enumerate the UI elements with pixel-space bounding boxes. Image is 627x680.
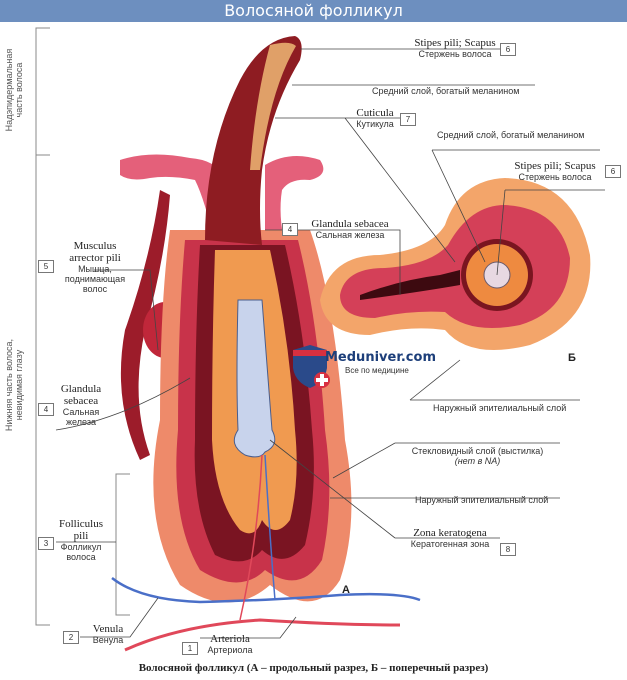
upper-bracket: [35, 27, 50, 156]
cuticula-latin: Cuticula: [356, 107, 394, 119]
glandula-left-latin-2: sebacea: [63, 395, 99, 407]
capillary-blue: [264, 454, 276, 601]
label-musculus: Musculus arrector pili Мышца, поднимающа…: [60, 240, 130, 294]
watermark-name: Meduniver.com: [325, 350, 436, 365]
epidermis-left: [120, 154, 232, 245]
cross-section-b: [320, 178, 591, 350]
musculus-ru-2: поднимающая: [64, 274, 126, 284]
hair-medulla: [250, 42, 296, 170]
label-arteriola: Arteriola Артериола: [200, 633, 260, 655]
label-stipes-b: Stipes pili; Scapus Стержень волоса: [505, 160, 605, 182]
musculus-ru-3: волос: [82, 284, 108, 294]
number-badge: 4: [38, 403, 54, 416]
label-venula: Venula Венула: [83, 623, 133, 645]
venula-ru: Венула: [92, 635, 124, 645]
zona-latin: Zona keratogena: [413, 527, 487, 539]
glassy-layer-note: (нет в NA): [454, 456, 501, 466]
glandula-right-ru: Сальная железа: [315, 230, 385, 240]
number-badge: 4: [282, 223, 298, 236]
page-title: Волосяной фолликул: [224, 1, 403, 20]
lower-hair-part-label: Нижняя часть волоса, невидимая глазу: [4, 295, 24, 475]
figure-caption: Волосяной фолликул (А – продольный разре…: [138, 662, 489, 674]
number-badge: 8: [500, 543, 516, 556]
side-brackets: [35, 27, 130, 626]
glandula-left-ru-1: Сальная: [62, 407, 100, 417]
stipes-b-ru: Стержень волоса: [518, 172, 592, 182]
number-badge: 1: [182, 642, 198, 655]
glassy-layer-ru: Стекловидный слой (выстилка): [411, 446, 544, 456]
zona-ru: Кератогенная зона: [410, 539, 490, 549]
label-cuticula: Cuticula Кутикула: [345, 107, 405, 129]
number-badge: 6: [500, 43, 516, 56]
musculus-latin-1: Musculus: [73, 240, 117, 252]
capillary-red: [239, 454, 263, 621]
glandula-left-ru-2: железа: [66, 417, 96, 427]
label-glandula-right: Glandula sebacea Сальная железа: [300, 218, 400, 240]
upper-label-line2: часть волоса: [14, 62, 24, 118]
label-outer-epithelial-1: Наружный эпителиальный слой: [433, 403, 567, 413]
glandula-left-latin-1: Glandula: [60, 383, 102, 395]
upper-hair-part-label: Надэпидермальная часть волоса: [4, 30, 24, 150]
number-badge: 6: [605, 165, 621, 178]
label-glandula-left: Glandula sebacea Сальная железа: [56, 383, 106, 427]
number-badge: 2: [63, 631, 79, 644]
stipes-top-latin: Stipes pili; Scapus: [414, 37, 496, 49]
hair-root: [233, 299, 276, 458]
section-mark-b: Б: [568, 352, 576, 364]
number-badge: 5: [38, 260, 54, 273]
watermark-tagline: Все по медицине: [345, 366, 409, 375]
folliculus-latin-2: pili: [73, 530, 89, 542]
folliculus-ru-1: Фолликул: [60, 542, 102, 552]
arteriola-ru: Артериола: [207, 645, 253, 655]
leader-lines: [55, 48, 605, 639]
number-badge: 3: [38, 537, 54, 550]
epidermis-right: [265, 156, 324, 245]
label-glassy-layer: Стекловидный слой (выстилка) (нет в NA): [395, 446, 560, 466]
follicle-bracket: [115, 473, 130, 616]
label-middle-layer-top: Средний слой, богатый меланином: [372, 86, 520, 96]
cuticula-ru: Кутикула: [356, 119, 394, 129]
label-stipes-top: Stipes pili; Scapus Стержень волоса: [400, 37, 510, 59]
stipes-top-ru: Стержень волоса: [418, 49, 492, 59]
arteriola-vessel: [124, 618, 401, 652]
venula-latin: Venula: [92, 623, 124, 635]
lower-bracket: [35, 154, 50, 626]
label-outer-epithelial-2: Наружный эпителиальный слой: [415, 495, 549, 505]
folliculus-ru-2: волоса: [66, 552, 96, 562]
gland-duct: [360, 270, 460, 300]
folliculus-latin-1: Folliculus: [58, 518, 103, 530]
section-mark-a: А: [342, 584, 350, 596]
glandula-right-latin: Glandula sebacea: [311, 218, 389, 230]
lower-label-line2: невидимая глазу: [14, 349, 24, 421]
label-folliculus: Folliculus pili Фолликул волоса: [56, 518, 106, 562]
arteriola-latin: Arteriola: [210, 633, 250, 645]
stipes-b-latin: Stipes pili; Scapus: [514, 160, 596, 172]
meduniver-logo-icon: [293, 345, 330, 388]
title-bar: Волосяной фолликул: [0, 0, 627, 22]
label-middle-layer-b: Средний слой, богатый меланином: [437, 130, 585, 140]
label-zona-keratogena: Zona keratogena Кератогенная зона: [400, 527, 500, 549]
upper-label-line1: Надэпидермальная: [4, 48, 14, 132]
musculus-latin-2: arrector pili: [69, 252, 121, 264]
musculus-ru-1: Мышца,: [78, 264, 112, 274]
lower-label-line1: Нижняя часть волоса,: [4, 338, 14, 432]
number-badge: 7: [400, 113, 416, 126]
